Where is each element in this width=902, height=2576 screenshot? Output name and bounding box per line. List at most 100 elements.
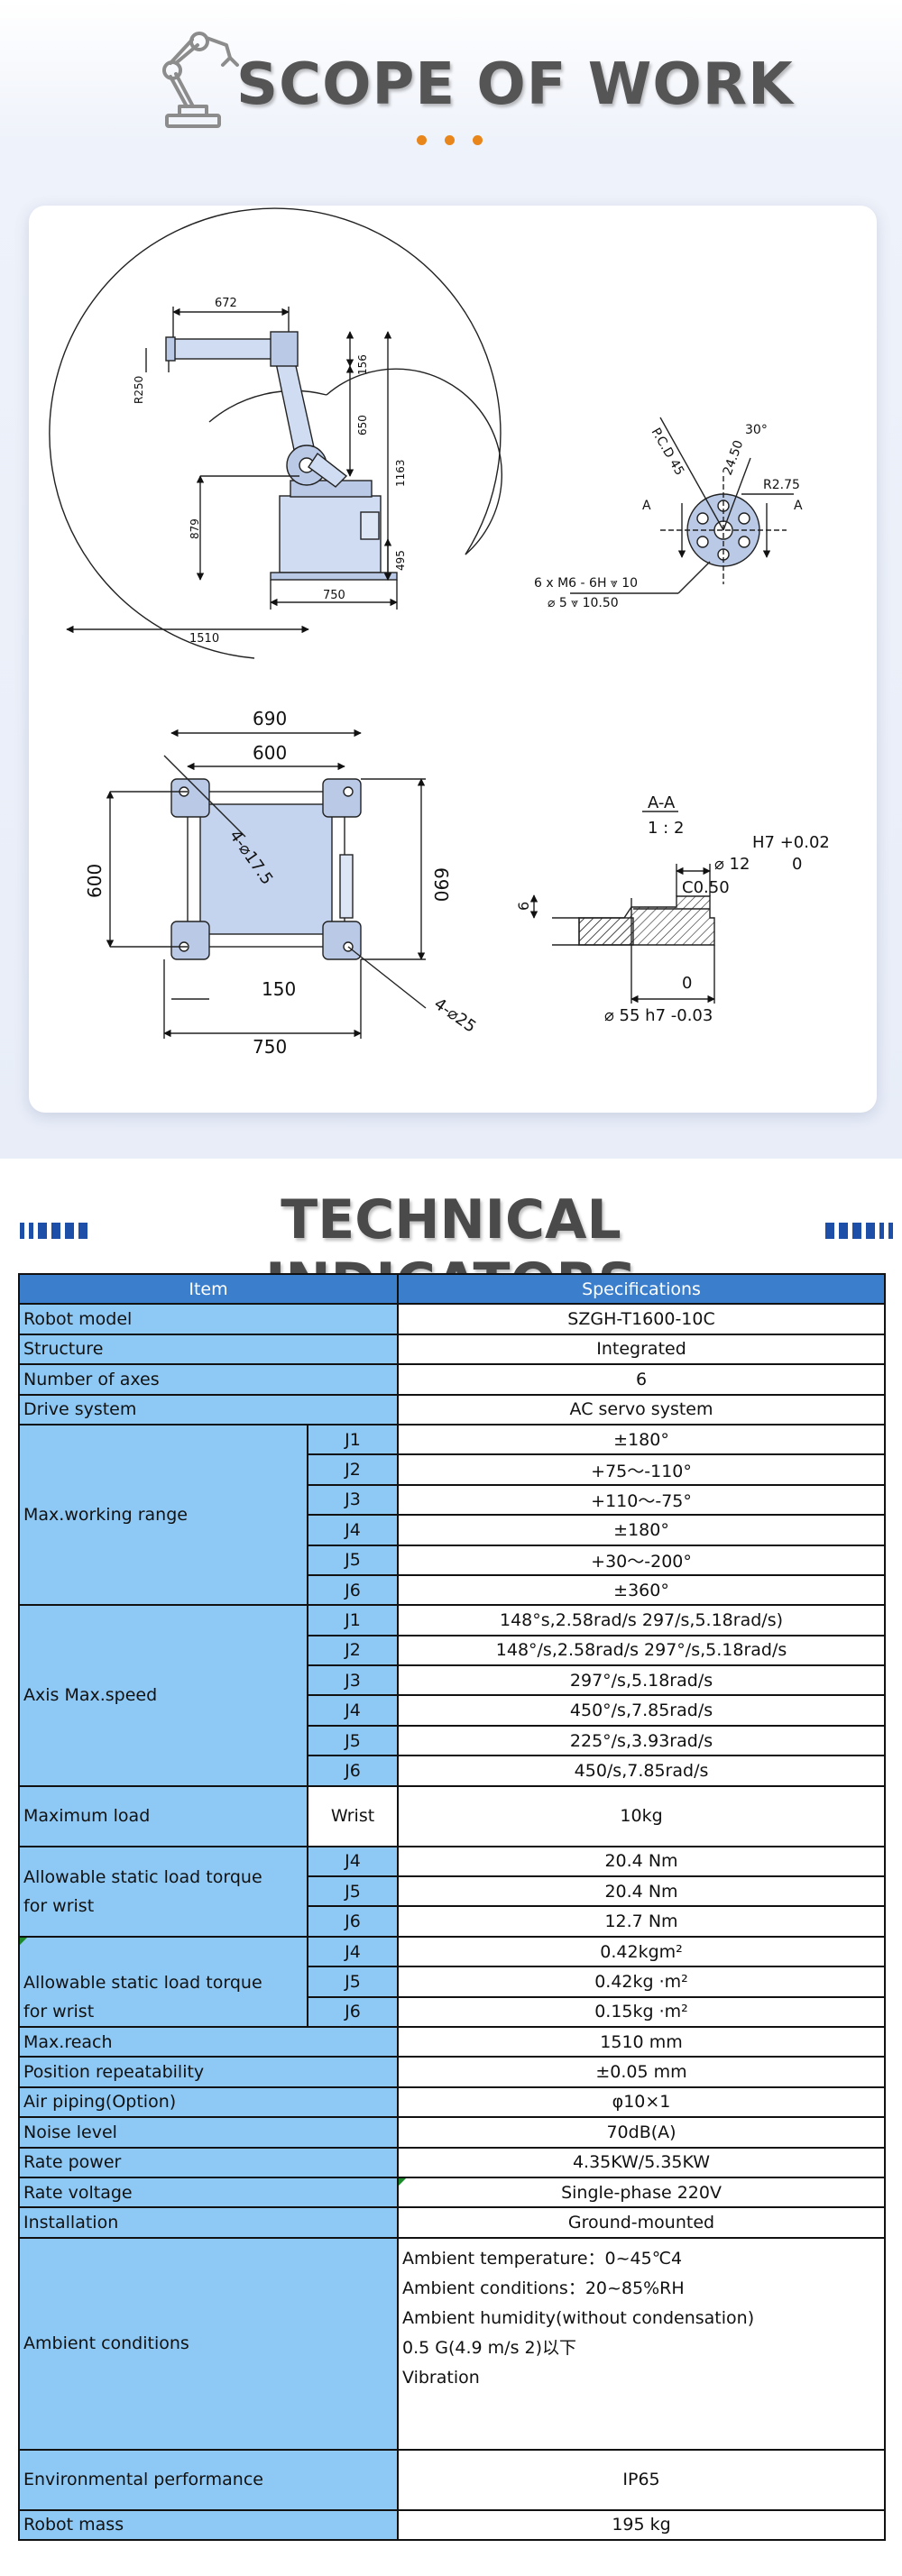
row-label: Position repeatability — [17, 2056, 400, 2088]
table-row: Position repeatability ±0.05 mm — [17, 2056, 887, 2088]
row-value: 0.15kg ·m² — [397, 1995, 887, 2028]
dim-label: 156 — [356, 354, 369, 375]
axis-label: J6 — [306, 1755, 400, 1787]
table-row: Air piping(Option) φ10×1 — [17, 2086, 887, 2119]
side-view-labels: 672 156 650 1163 879 495 750 1510 R250 — [133, 297, 407, 646]
stripe — [888, 1223, 893, 1239]
dim-label: H7 +0.02 — [752, 833, 830, 852]
row-value: 1510 mm — [397, 2025, 887, 2058]
dim-label: R2.75 — [763, 478, 800, 492]
row-value: +110～-75° — [397, 1483, 887, 1517]
spec-table: Item Specifications Robot model SZGH-T16… — [17, 1272, 887, 2542]
table-row: Structure Integrated — [17, 1333, 887, 1366]
dim-label: 150 — [262, 978, 296, 1000]
table-row: Robot mass 195 kg — [17, 2508, 887, 2542]
left-stripes — [20, 1223, 87, 1239]
stripe — [20, 1223, 24, 1239]
dim-label: 690 — [253, 708, 287, 729]
ambient-line: 0.5 G(4.9 m/s 2)以下 — [402, 2337, 577, 2358]
row-value: 450/s,7.85rad/s — [397, 1755, 887, 1787]
stripe — [29, 1223, 33, 1239]
dim-label: ⌀ 55 h7 -0.03 — [604, 1006, 713, 1025]
axis-label: J4 — [306, 1845, 400, 1878]
row-label: Maximum load — [18, 1784, 308, 1847]
dim-label: 30° — [745, 423, 768, 437]
drawing-card: 672 156 650 1163 879 495 750 1510 R250 — [29, 206, 877, 1113]
dot — [445, 135, 455, 145]
stripe — [51, 1223, 60, 1239]
row-value: 20.4 Nm — [397, 1845, 887, 1878]
row-value: 20.4 Nm — [397, 1875, 887, 1908]
dim-label: 495 — [394, 550, 407, 571]
group-label-line: for wrist — [23, 2001, 95, 2021]
row-value: IP65 — [397, 2448, 887, 2511]
row-label: Robot model — [17, 1303, 400, 1335]
ambient-line: Ambient conditions：20~85%RH — [402, 2278, 685, 2298]
axis-label: J2 — [306, 1453, 400, 1486]
table-row: J5 +30～-200° — [19, 1544, 887, 1576]
row-label: Rate power — [17, 2146, 400, 2178]
dim-label: A-A — [648, 793, 676, 812]
row-value: Single-phase 220V — [397, 2176, 887, 2209]
table-row: Robot model SZGH-T1600-10C — [17, 1303, 887, 1335]
row-label: Noise level — [17, 2116, 400, 2149]
axis-label: J3 — [306, 1664, 400, 1697]
stripe — [879, 1223, 884, 1239]
dim-label: 750 — [323, 589, 345, 602]
table-row: J2 148°/s,2.58rad/s 297°/s,5.18rad/s — [19, 1634, 887, 1667]
tech-header: TECHNICAL INDICATORS — [0, 1188, 902, 1315]
flange-labels: P.C.D 45 30° 24.50 R2.75 A A 6 x M6 - 6H… — [534, 423, 803, 610]
right-stripes — [825, 1223, 893, 1239]
row-value: 148°/s,2.58rad/s 297°/s,5.18rad/s — [397, 1634, 887, 1667]
ambient-line: Vibration — [402, 2367, 480, 2388]
header-spec: Specifications — [397, 1272, 887, 1306]
axis-label: J4 — [306, 1935, 400, 1968]
dim-label: 0 — [682, 974, 692, 993]
table-row: J3 297°/s,5.18rad/s — [19, 1664, 887, 1697]
row-label: Environmental performance — [17, 2448, 400, 2511]
stripe — [825, 1223, 834, 1239]
table-row: Installation Ground-mounted — [17, 2206, 887, 2239]
row-value: 450°/s,7.85rad/s — [397, 1694, 887, 1727]
table-row: Allowable static load torque for wrist J… — [18, 1935, 887, 2028]
dim-label: 650 — [356, 415, 369, 435]
base-plan-view — [106, 729, 427, 1039]
axis-label: J5 — [306, 1966, 400, 1998]
table-row: Ambient conditions Ambient temperature：0… — [17, 2236, 887, 2451]
row-value: 12.7 Nm — [397, 1905, 887, 1938]
stripe — [866, 1223, 875, 1239]
axis-label: J6 — [306, 1905, 400, 1938]
axis-label: J5 — [306, 1544, 400, 1576]
axis-label: J6 — [306, 1573, 400, 1607]
dim-label: 4-⌀25 — [430, 995, 479, 1037]
dim-label: 24.50 — [721, 438, 747, 477]
flange-view — [570, 417, 794, 594]
row-label: Structure — [17, 1333, 400, 1366]
row-value: 195 kg — [397, 2508, 887, 2542]
table-row: Axis Max.speed J1 148°s,2.58rad/s 297/s,… — [18, 1604, 887, 1787]
ambient-line: Ambient temperature：0~45℃4 — [402, 2248, 683, 2269]
table-row: Allowable static load torque for wrist J… — [18, 1845, 887, 1938]
row-value: 10kg — [397, 1784, 887, 1847]
row-value: ±360° — [397, 1573, 887, 1607]
dim-label: A — [642, 499, 651, 513]
table-row: Maximum load Wrist 10kg — [18, 1784, 887, 1847]
group-label-line: Allowable static load torque — [23, 1866, 262, 1887]
row-label: Ambient conditions — [17, 2236, 400, 2451]
table-row: J5 20.4 Nm — [19, 1875, 887, 1908]
row-value: 6 — [397, 1363, 887, 1396]
ambient-line: Ambient humidity(without condensation) — [402, 2307, 755, 2328]
row-value: AC servo system — [397, 1393, 887, 1426]
table-row: J4 450°/s,7.85rad/s — [19, 1694, 887, 1727]
dim-label: ⌀ 12 — [714, 855, 750, 874]
axis-label: J4 — [306, 1514, 400, 1546]
scope-title: SCOPE OF WORK — [236, 51, 794, 118]
row-value: 4.35KW/5.35KW — [397, 2146, 887, 2178]
row-value: Ground-mounted — [397, 2206, 887, 2239]
table-row: Drive system AC servo system — [17, 1393, 887, 1426]
table-row: J5 225°/s,3.93rad/s — [19, 1724, 887, 1757]
dim-label: 750 — [253, 1036, 287, 1058]
group-label-line: Allowable static load torque — [23, 1972, 262, 1993]
row-value: 0.42kg ·m² — [397, 1966, 887, 1998]
stripe — [78, 1223, 87, 1239]
